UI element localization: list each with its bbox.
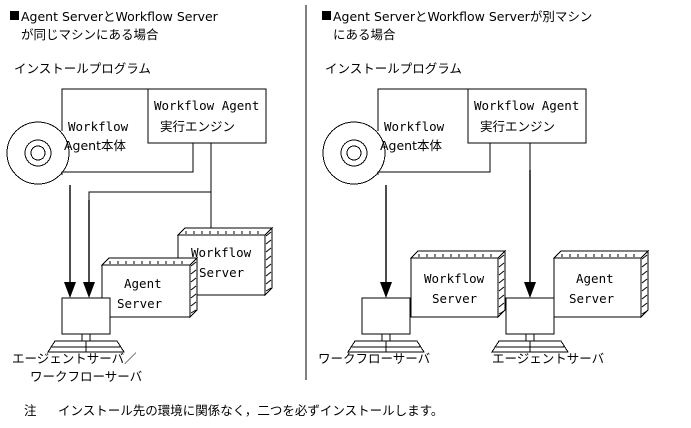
left-engine-box-line2: 実行エンジン	[160, 119, 235, 134]
right-heading-bullet-icon	[322, 11, 331, 20]
right-media-bracket-bottom	[377, 143, 491, 175]
right-arrow-1	[380, 185, 392, 298]
left-engine-box	[147, 88, 267, 144]
left-arrow-2	[83, 200, 95, 298]
left-media-bracket-top	[61, 88, 148, 131]
left-monitor-icon	[47, 297, 125, 353]
left-engine-box-line1: Workflow Agent	[154, 98, 259, 113]
right-machine-label-agent: エージェントサーバ	[492, 351, 604, 366]
right-arrow-2	[524, 170, 536, 298]
left-agent-server-box: Agent Server	[100, 256, 199, 319]
left-install-program-label: インストールプログラム	[14, 61, 151, 76]
right-workflow-server-line1: Workflow	[424, 271, 485, 286]
note-marker: 注	[24, 403, 37, 418]
right-install-program-label: インストールプログラム	[325, 61, 462, 76]
right-machine-label-workflow: ワークフローサーバ	[318, 351, 430, 366]
left-agent-server-line1: Agent	[124, 276, 162, 291]
note-text: インストール先の環境に関係なく，二つを必ずインストールします。	[58, 403, 443, 418]
left-panel-heading-line2: が同じマシンにある場合	[21, 27, 159, 42]
left-workflow-server-line1: Workflow	[191, 245, 252, 260]
left-media-bracket-bottom	[61, 143, 194, 175]
right-agent-server-line1: Agent	[576, 271, 614, 286]
right-agent-server-line2: Server	[569, 291, 615, 306]
right-media-disc-icon	[322, 121, 386, 185]
left-machine-label-line2: ワークフローサーバ	[30, 369, 142, 384]
right-agent-server-box: Agent Server	[552, 249, 650, 319]
left-media-label-line1: Workflow	[68, 119, 129, 134]
right-media-label-line1: Workflow	[384, 119, 445, 134]
left-workflow-server-line2: Server	[199, 265, 245, 280]
right-engine-box-line1: Workflow Agent	[474, 98, 579, 113]
right-media-bracket-top	[377, 88, 468, 131]
right-workflow-server-line2: Server	[432, 291, 478, 306]
right-workflow-server-box: Workflow Server	[409, 249, 507, 319]
right-panel-heading-line1: Agent ServerとWorkflow Serverが別マシン	[333, 9, 592, 24]
left-media-disc-icon	[6, 121, 70, 185]
left-machine-label-line1: エージェントサーバ／	[12, 351, 137, 366]
left-panel-heading-line1: Agent ServerとWorkflow Server	[21, 9, 219, 24]
left-arrow-1	[64, 185, 76, 298]
right-engine-box-line2: 実行エンジン	[480, 119, 555, 134]
right-panel-heading-line2: にある場合	[333, 27, 396, 42]
right-engine-box	[467, 88, 587, 144]
right-monitor-agent-icon	[491, 297, 569, 353]
right-monitor-workflow-icon	[347, 297, 425, 353]
right-media-label-line2: Agent本体	[380, 138, 442, 153]
left-media-label-line2: Agent本体	[64, 138, 126, 153]
left-agent-server-line2: Server	[117, 296, 163, 311]
left-heading-bullet-icon	[10, 11, 19, 20]
